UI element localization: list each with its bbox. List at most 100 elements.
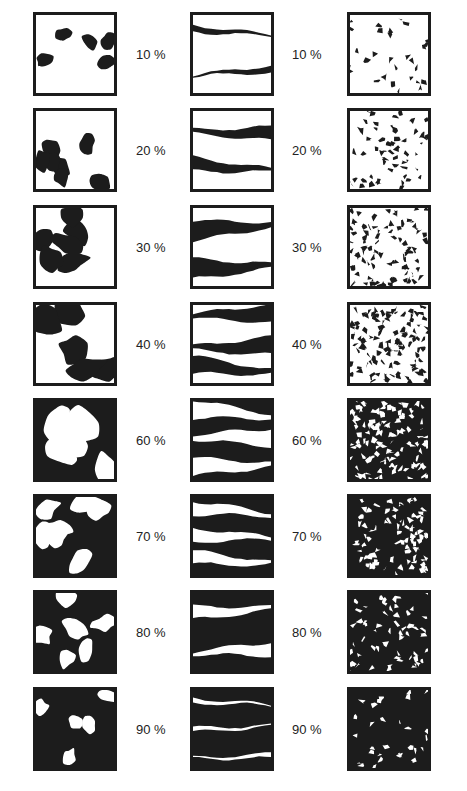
pattern-ground — [349, 110, 430, 191]
grain-shape — [394, 656, 402, 659]
grain-shape — [422, 233, 427, 238]
grain-shape — [401, 540, 405, 545]
grain-shape — [401, 138, 406, 142]
grain-shape — [385, 209, 390, 214]
grain-shape — [417, 324, 422, 327]
band-shape — [192, 457, 273, 477]
grain-shape — [422, 316, 428, 321]
grain-shape — [378, 757, 384, 763]
pattern-square — [187, 398, 277, 482]
grain-shape — [367, 353, 371, 358]
grain-shape — [420, 305, 427, 309]
grain-shape — [397, 650, 401, 656]
grain-shape — [387, 168, 393, 172]
grain-shape — [408, 414, 414, 419]
grain-shape — [354, 415, 358, 421]
square-border — [35, 14, 116, 95]
grain-shape — [421, 405, 425, 409]
grain-shape — [398, 18, 402, 21]
grain-shape — [369, 665, 375, 670]
grain-shape — [387, 499, 393, 504]
grain-shape — [411, 536, 414, 542]
grain-shape — [378, 430, 382, 437]
grain-shape — [377, 28, 383, 33]
grain-shape — [359, 557, 363, 563]
grain-shape — [404, 726, 412, 729]
pattern-ground — [349, 400, 430, 481]
blob-shape — [82, 34, 98, 50]
grain-shape — [415, 64, 418, 71]
grain-shape — [420, 368, 427, 373]
grain-shape — [352, 177, 358, 182]
blob-shape — [79, 133, 95, 155]
grain-shape — [362, 224, 368, 230]
grain-shape — [353, 714, 357, 719]
pattern-fill — [349, 110, 430, 191]
grain-shape — [352, 148, 356, 155]
grain-shape — [404, 525, 409, 530]
pattern-ground — [35, 110, 116, 191]
grain-shape — [351, 231, 358, 235]
grain-shape — [408, 341, 412, 347]
grain-shape — [369, 552, 377, 557]
pattern-square — [347, 12, 432, 96]
grain-shape — [420, 507, 427, 511]
grain-shape — [394, 451, 400, 456]
grain-shape — [396, 430, 401, 437]
grain-shape — [411, 272, 413, 277]
grain-shape — [361, 178, 368, 183]
grain-shape — [382, 641, 389, 647]
grain-shape — [384, 422, 390, 428]
grain-shape — [350, 320, 356, 327]
percent-label: 80 % — [136, 625, 166, 641]
grain-shape — [398, 465, 403, 472]
square-border — [35, 304, 116, 385]
grain-shape — [363, 282, 368, 286]
band-shape — [192, 64, 273, 78]
grain-shape — [364, 534, 367, 539]
grain-shape — [378, 137, 385, 142]
grain-shape — [375, 318, 380, 322]
pattern-fill — [35, 110, 116, 191]
percent-label: 60 % — [136, 433, 166, 449]
grain-shape — [386, 457, 390, 462]
grain-shape — [370, 111, 376, 117]
blob-shape — [69, 549, 92, 574]
grain-shape — [377, 699, 382, 703]
grain-shape — [363, 622, 368, 627]
grain-shape — [384, 566, 387, 570]
grain-shape — [419, 357, 424, 362]
grain-shape — [413, 311, 419, 317]
pattern-square — [187, 12, 277, 96]
grain-shape — [383, 611, 389, 616]
grain-shape — [353, 642, 355, 647]
grain-shape — [420, 659, 423, 664]
grain-shape — [388, 628, 391, 634]
grain-shape — [406, 631, 410, 636]
grain-shape — [389, 57, 394, 64]
grain-shape — [368, 309, 372, 315]
grain-shape — [413, 328, 418, 334]
grain-shape — [369, 360, 373, 366]
grain-shape — [379, 413, 384, 418]
square-border — [35, 400, 116, 481]
grain-shape — [406, 178, 412, 181]
square-border — [192, 592, 273, 673]
grain-shape — [394, 210, 398, 217]
grain-shape — [350, 443, 354, 446]
grain-shape — [410, 524, 413, 531]
grain-shape — [392, 127, 398, 134]
grain-shape — [376, 624, 383, 629]
square-border — [349, 207, 430, 288]
grain-shape — [357, 366, 362, 369]
grain-shape — [369, 746, 374, 750]
grain-shape — [394, 64, 397, 71]
grain-shape — [414, 400, 420, 407]
grain-shape — [375, 239, 379, 244]
grain-shape — [373, 629, 377, 633]
grain-shape — [403, 278, 408, 283]
pattern-ground — [349, 207, 430, 288]
grain-shape — [355, 662, 360, 668]
grain-shape — [355, 48, 359, 53]
